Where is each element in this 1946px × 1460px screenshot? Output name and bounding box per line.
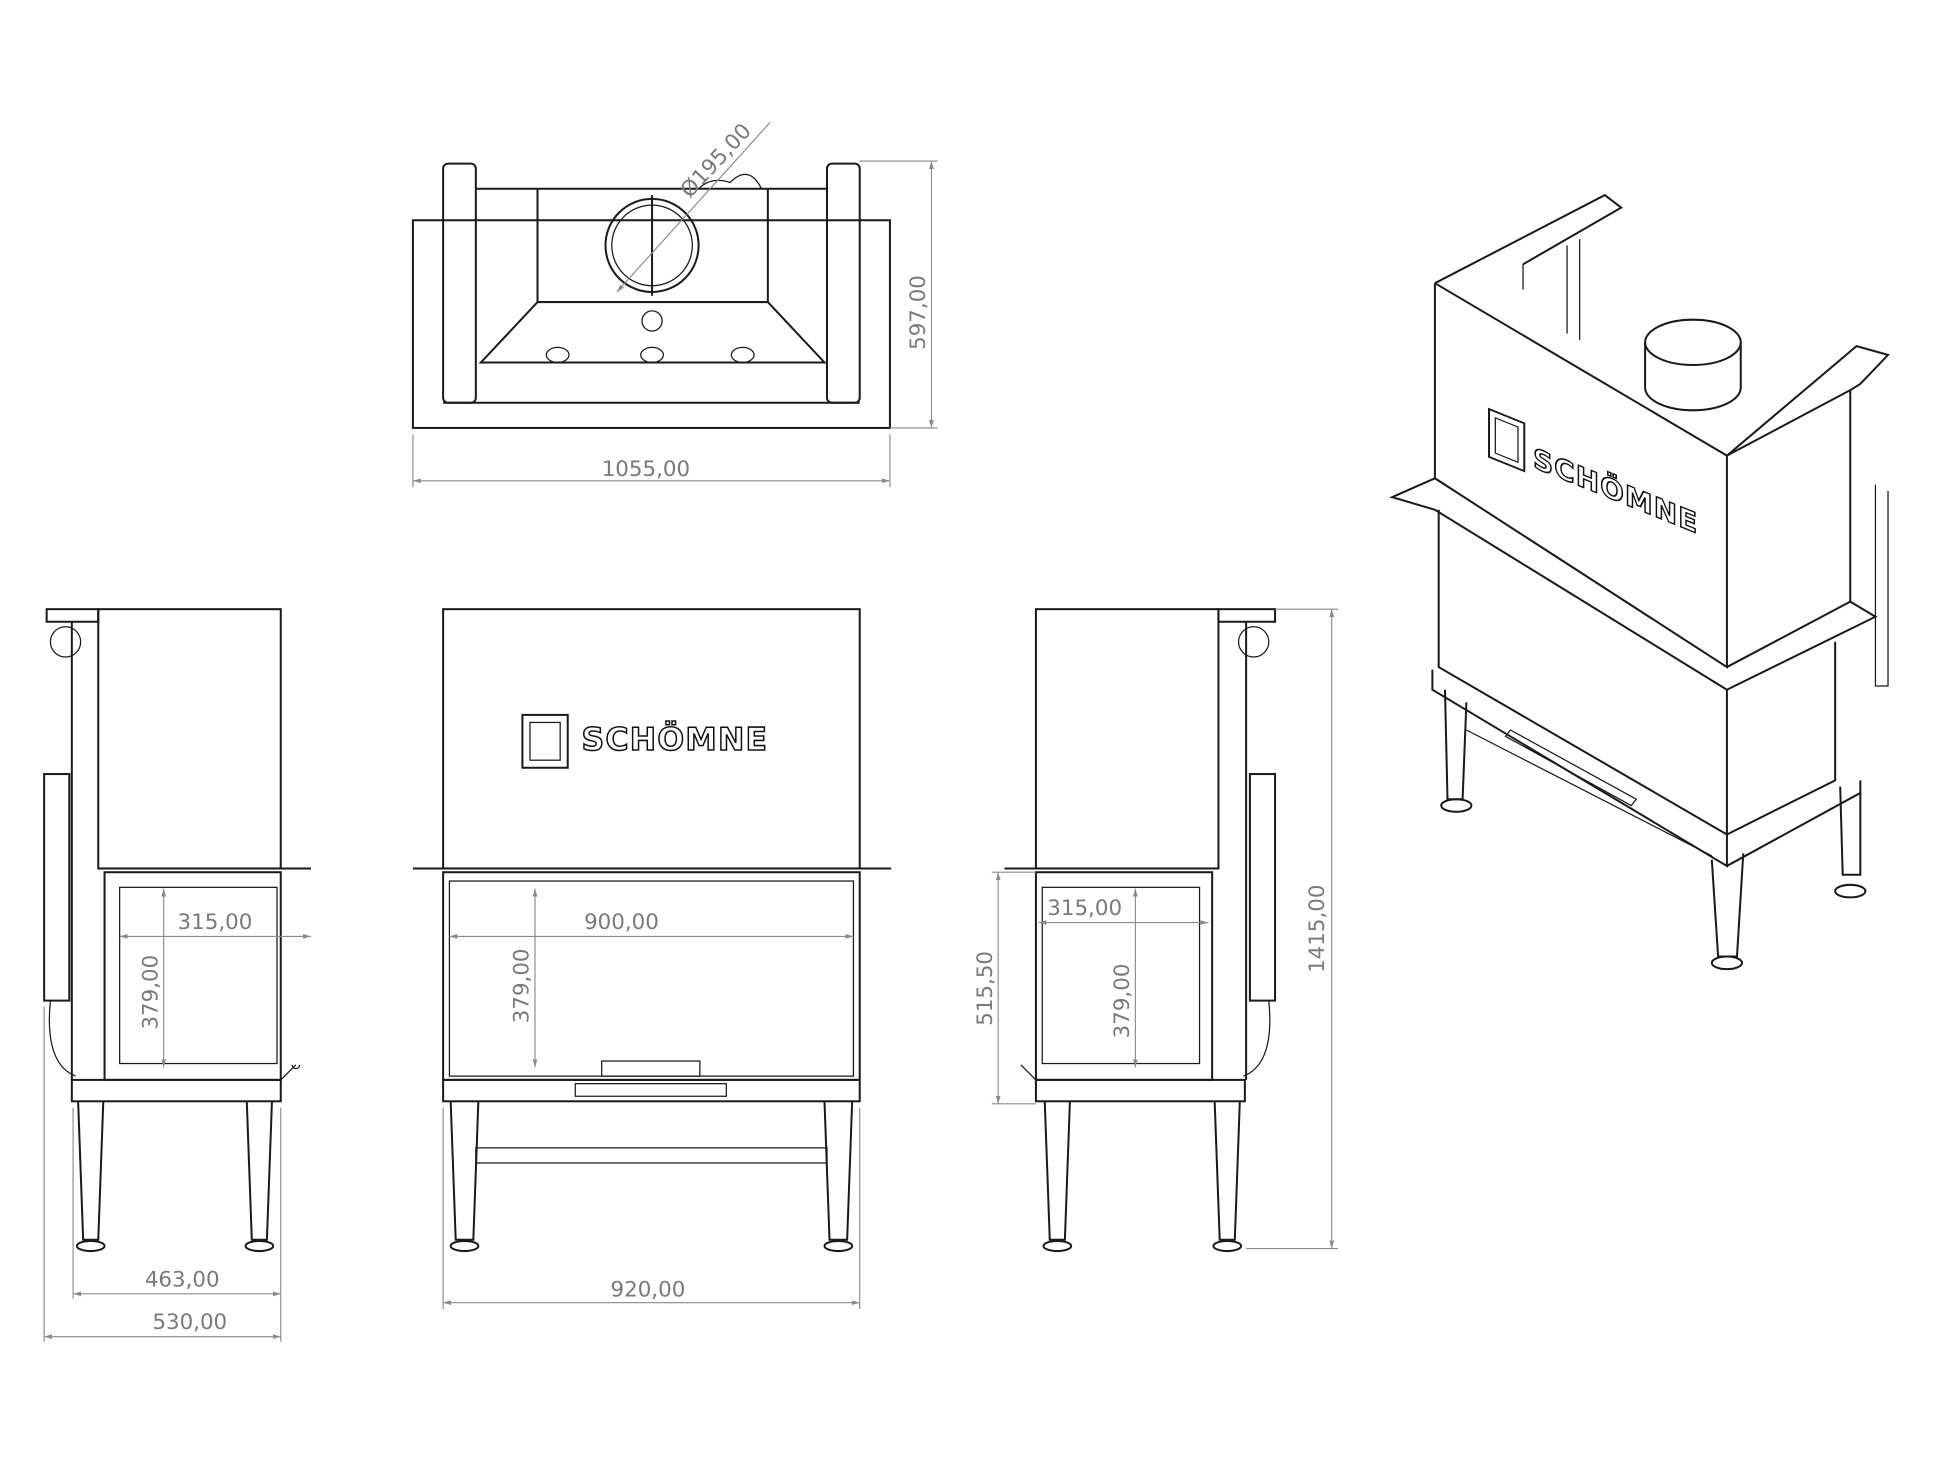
left-glass-height-label: 379,00 (138, 955, 163, 1030)
front-overall-width-label: 920,00 (611, 1277, 686, 1302)
flue-diameter-label: Ø195,00 (676, 119, 757, 203)
right-glass-width-label: 315,00 (1047, 896, 1122, 921)
front-glass-width-label: 900,00 (584, 910, 659, 935)
top-view: Ø195,00 597,00 1055,00 (411, 119, 938, 488)
left-side-view: 315,00 379,00 463,00 530,00 (43, 608, 311, 1342)
svg-text:SCHÖMNE: SCHÖMNE (582, 720, 769, 758)
left-overall-depth-label: 530,00 (152, 1310, 227, 1335)
iso-brand-logo: SCHÖMNE (1488, 407, 1699, 541)
left-glass-width-label: 315,00 (178, 910, 253, 935)
left-body-depth-label: 463,00 (145, 1267, 220, 1292)
brand-logo: SCHÖMNE (521, 713, 769, 769)
svg-text:SCHÖMNE: SCHÖMNE (1533, 441, 1698, 540)
front-glass-height-label: 379,00 (510, 948, 535, 1023)
overall-height-label: 1415,00 (1305, 885, 1330, 973)
front-view: SCHÖMNE 900,00 379,00 920,00 (412, 608, 892, 1309)
top-depth-label: 597,00 (906, 275, 931, 350)
right-side-view: 315,00 379,00 515,50 1415,00 (973, 608, 1338, 1253)
right-glass-height-label: 379,00 (1110, 964, 1135, 1039)
top-width-label: 1055,00 (602, 457, 690, 482)
isometric-view: SCHÖMNE (1389, 193, 1890, 971)
hearth-height-label: 515,50 (973, 951, 998, 1026)
